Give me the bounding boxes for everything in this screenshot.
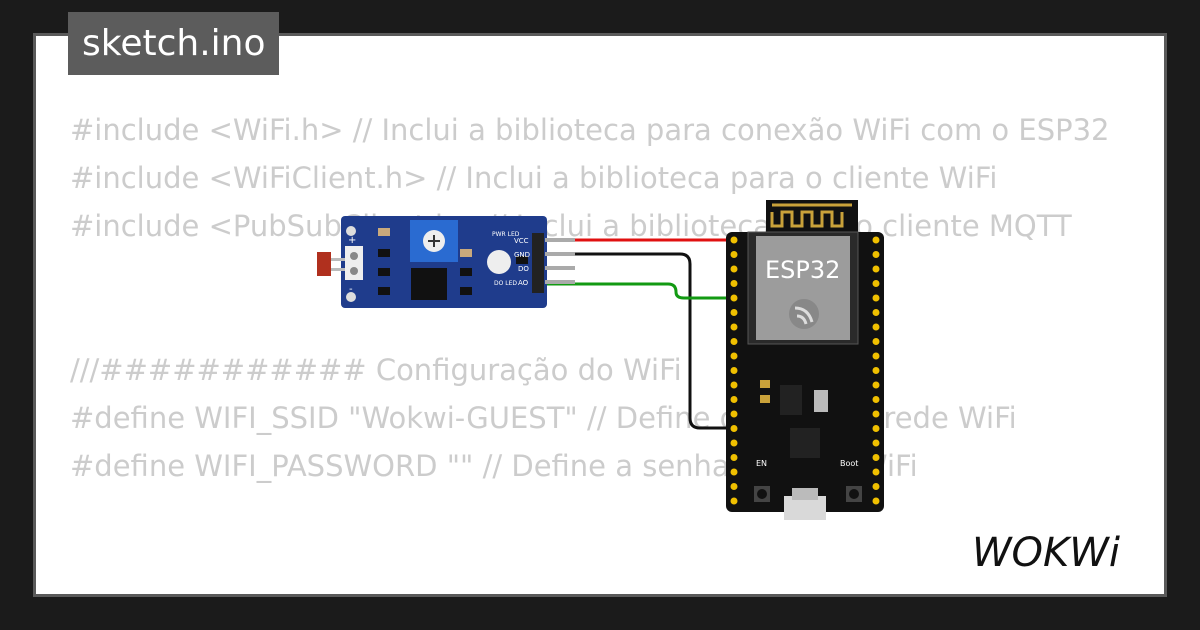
pin-do-label: DO bbox=[518, 265, 529, 273]
svg-text:DO LED: DO LED bbox=[494, 280, 517, 287]
esp32-pin[interactable] bbox=[872, 396, 880, 403]
esp32-pin[interactable] bbox=[730, 265, 738, 273]
esp32-pin[interactable] bbox=[730, 439, 738, 447]
esp32-pin[interactable] bbox=[872, 265, 880, 273]
plus-label: + bbox=[348, 235, 356, 246]
esp32-pin[interactable] bbox=[730, 280, 738, 287]
file-tab[interactable]: sketch.ino bbox=[68, 12, 280, 75]
minus-label: - bbox=[349, 284, 353, 295]
code-line: #include <WiFiClient.h> // Inclui a bibl… bbox=[70, 161, 998, 195]
esp32-pin[interactable] bbox=[730, 468, 738, 476]
esp32-title: ESP32 bbox=[765, 256, 840, 284]
esp32-pin[interactable] bbox=[730, 454, 738, 461]
esp32-pin[interactable] bbox=[872, 251, 880, 258]
esp32-pin[interactable] bbox=[730, 309, 738, 316]
svg-text:Boot: Boot bbox=[840, 459, 858, 468]
esp32-pin[interactable] bbox=[872, 236, 880, 244]
esp32-pin[interactable] bbox=[872, 309, 880, 316]
esp32-pin[interactable] bbox=[730, 323, 738, 331]
ao-wire bbox=[545, 282, 736, 300]
pin-vcc-label: VCC bbox=[514, 237, 529, 245]
ldr-sensor-module[interactable]: + - PWR LED DO LED VCC GND DO AO bbox=[317, 216, 575, 308]
esp32-pin[interactable] bbox=[730, 396, 738, 403]
esp32-pin[interactable] bbox=[730, 410, 738, 418]
preview-card: #include <WiFi.h> // Inclui a biblioteca… bbox=[33, 33, 1167, 597]
esp32-pin[interactable] bbox=[872, 367, 880, 374]
svg-text:WOKWi: WOKWi bbox=[972, 530, 1120, 576]
code-line: // Define o nome da rede WiFi para a con… bbox=[70, 586, 1164, 594]
esp32-pin[interactable] bbox=[872, 352, 880, 360]
gnd-wire bbox=[545, 252, 736, 430]
esp32-pin[interactable] bbox=[872, 439, 880, 447]
esp32-pin[interactable] bbox=[872, 483, 880, 490]
esp32-pin[interactable] bbox=[872, 381, 880, 389]
esp32-pin[interactable] bbox=[730, 425, 738, 432]
esp32-pin[interactable] bbox=[872, 468, 880, 476]
esp32-pin[interactable] bbox=[872, 323, 880, 331]
pin-ao-label: AO bbox=[518, 279, 529, 287]
esp32-pin[interactable] bbox=[730, 367, 738, 374]
esp32-pin[interactable] bbox=[730, 251, 738, 258]
wokwi-logo[interactable]: WOKWi bbox=[972, 528, 1152, 576]
svg-text:PWR LED: PWR LED bbox=[492, 231, 520, 238]
esp32-pin[interactable] bbox=[730, 294, 738, 302]
esp32-pin[interactable] bbox=[872, 280, 880, 287]
esp32-board[interactable]: ESP32 EN Boot bbox=[726, 200, 884, 520]
esp32-pin[interactable] bbox=[872, 338, 880, 345]
esp32-pin[interactable] bbox=[730, 338, 738, 345]
code-line: ///########### Configuração do WiFi bbox=[70, 353, 682, 387]
esp32-pin[interactable] bbox=[872, 410, 880, 418]
esp32-pin[interactable] bbox=[872, 294, 880, 302]
esp32-pin[interactable] bbox=[872, 454, 880, 461]
svg-text:EN: EN bbox=[756, 459, 767, 468]
esp32-pin[interactable] bbox=[730, 497, 738, 505]
esp32-pin[interactable] bbox=[872, 425, 880, 432]
code-line: #include <WiFi.h> // Inclui a biblioteca… bbox=[70, 113, 1110, 147]
esp32-pin[interactable] bbox=[730, 483, 738, 490]
esp32-pin[interactable] bbox=[730, 236, 738, 244]
pin-gnd-label: GND bbox=[514, 251, 530, 259]
esp32-pin[interactable] bbox=[872, 497, 880, 505]
esp32-pin[interactable] bbox=[730, 381, 738, 389]
esp32-pin[interactable] bbox=[730, 352, 738, 360]
